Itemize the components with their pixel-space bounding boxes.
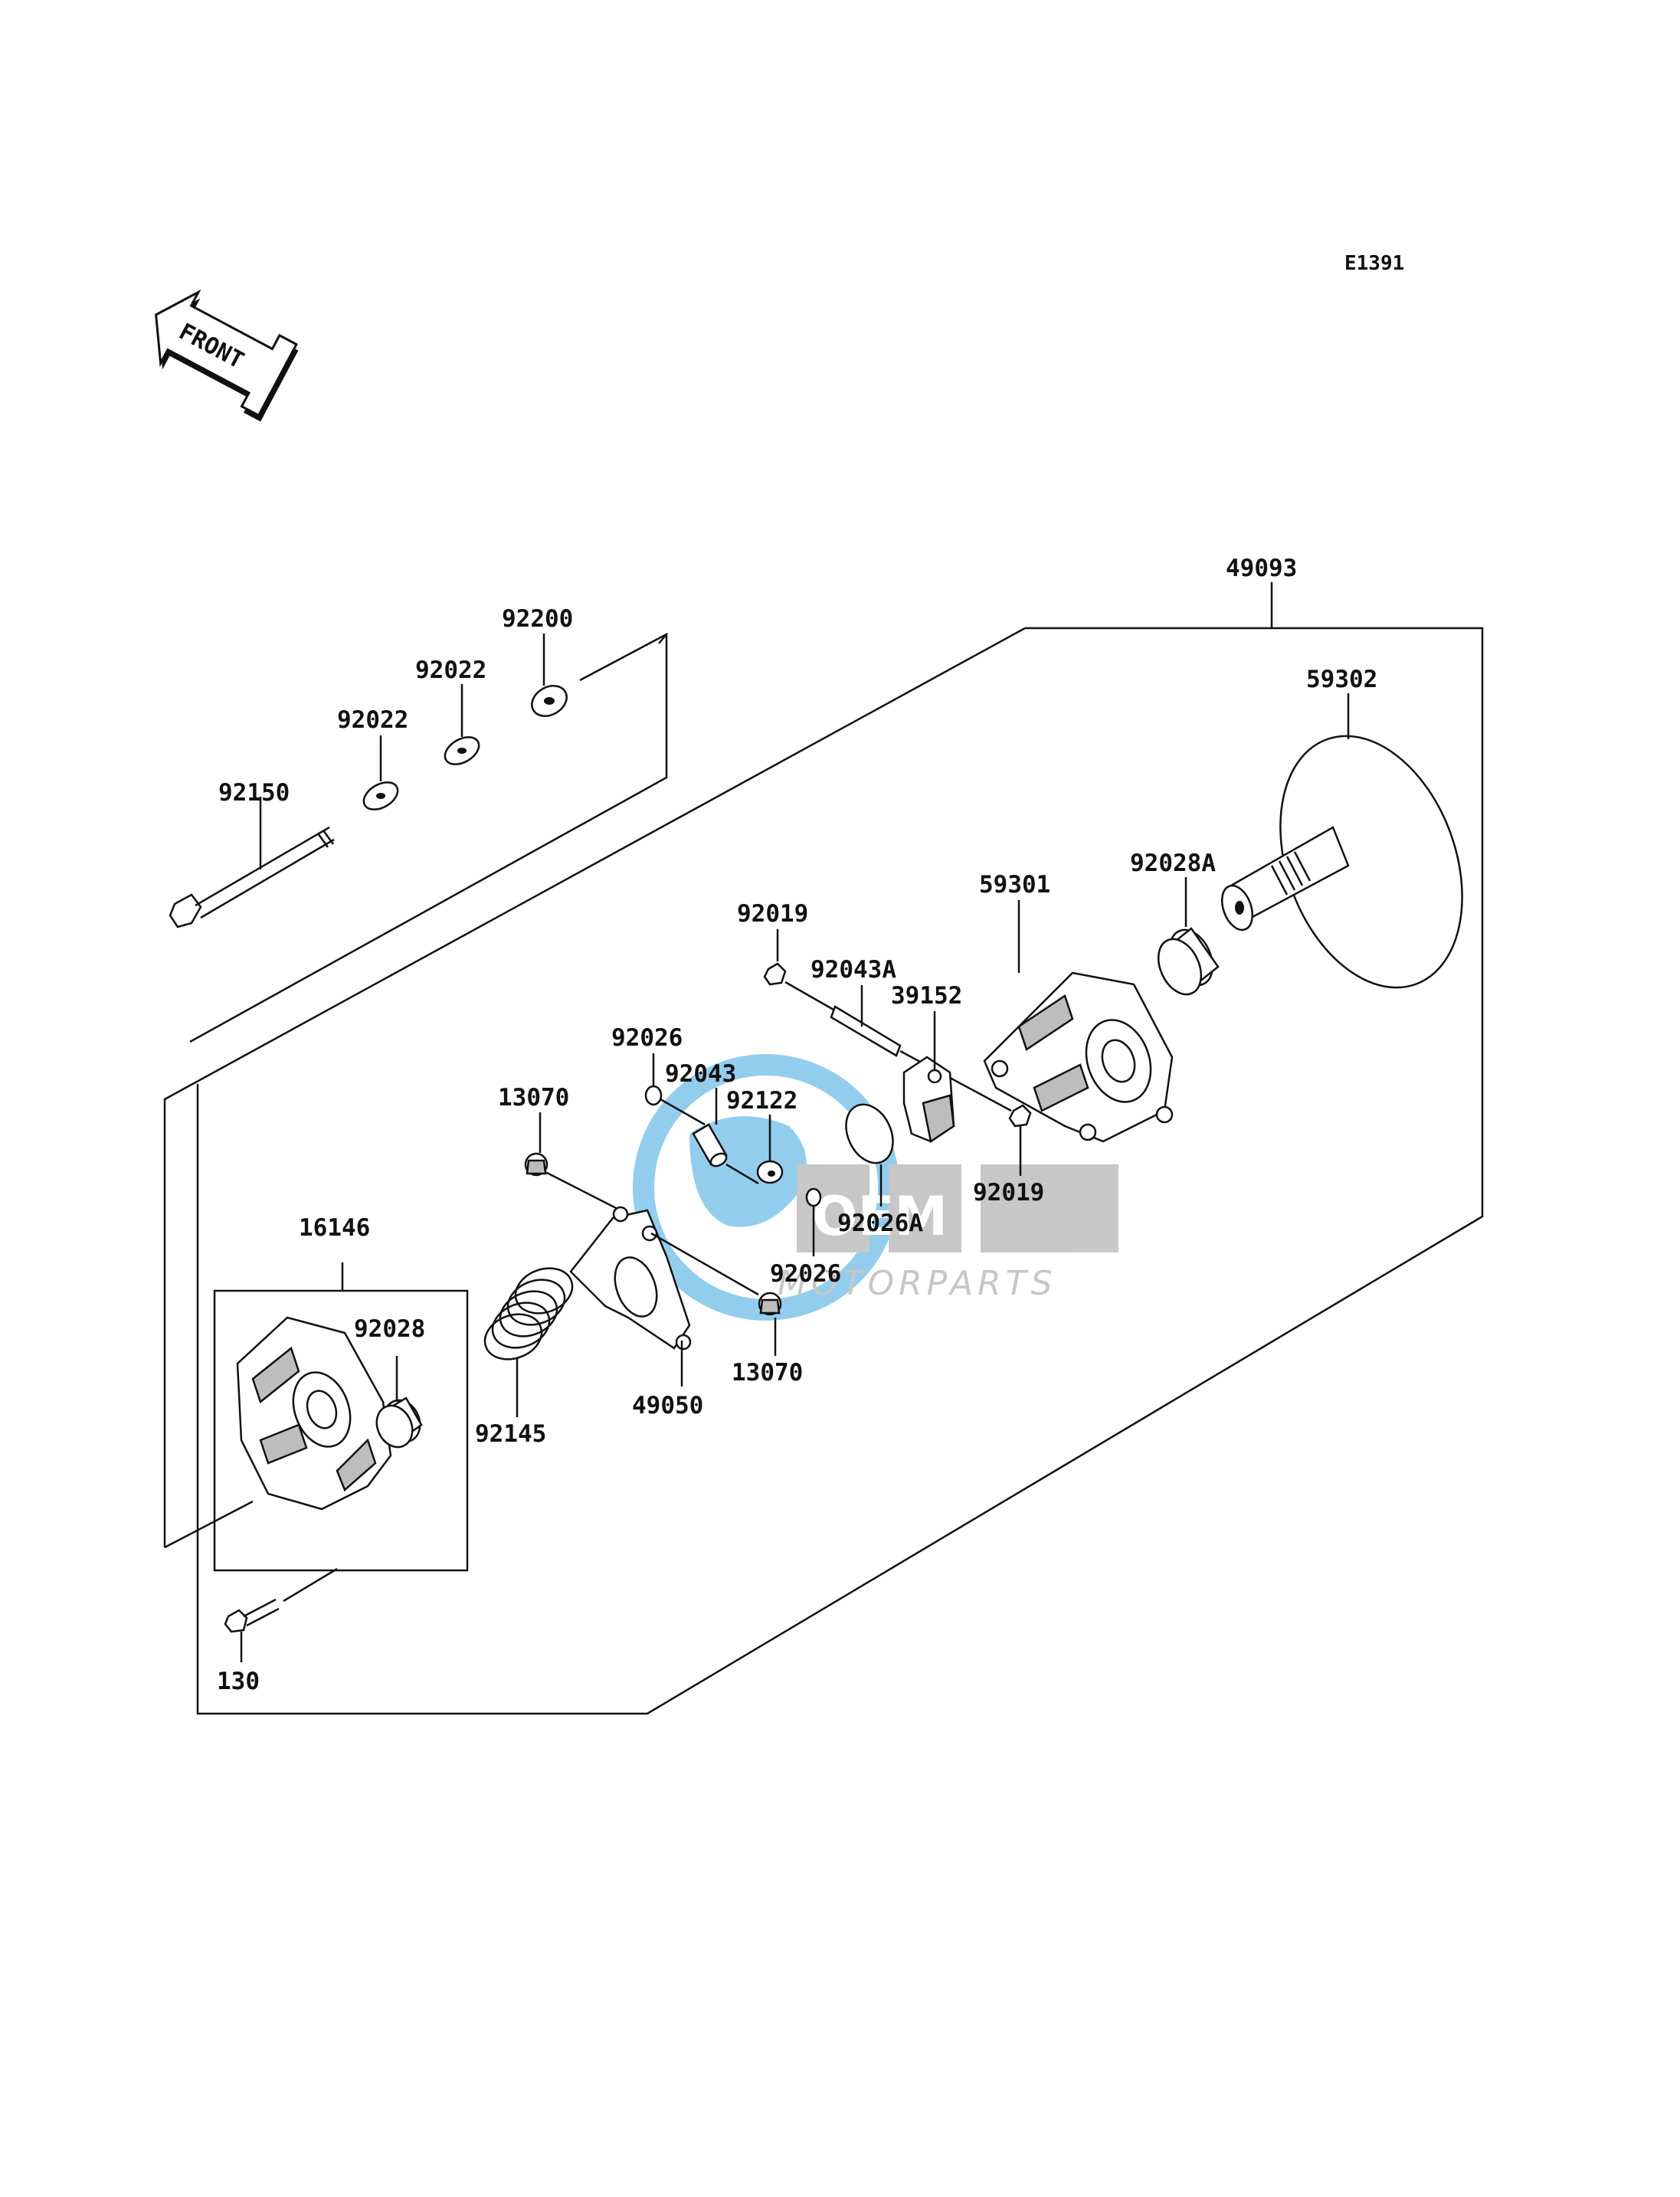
label-92019b[interactable]: 92019: [973, 1179, 1044, 1207]
front-arrow-icon: FRONT: [154, 289, 299, 422]
roller-13070a-icon: [524, 1112, 621, 1212]
washer-92022a-icon: [362, 735, 399, 810]
part-labels: 49093 59302 92200 92022 92022 92150 9202…: [217, 555, 1377, 1695]
spider-49050-icon: [569, 1206, 759, 1387]
assembly-16146-outline: [213, 1289, 469, 1572]
label-49093[interactable]: 49093: [1226, 555, 1297, 582]
watermark-logo: OEM MOTORPARTS: [633, 1054, 1118, 1321]
label-92026b[interactable]: 92026: [770, 1260, 841, 1288]
label-92043[interactable]: 92043: [665, 1060, 736, 1088]
washer-92026a-icon: [644, 1053, 706, 1126]
spring-92145-icon: [483, 1267, 574, 1417]
watermark-brand: OEM: [812, 1185, 948, 1248]
label-92043A[interactable]: 92043A: [811, 956, 896, 984]
bushing-92028-icon: [375, 1356, 423, 1449]
weight-39152-icon: [902, 1011, 955, 1144]
washer-92022b-icon: [444, 684, 480, 765]
bushing-92028A-icon: [1157, 877, 1220, 996]
label-59301[interactable]: 59301: [979, 871, 1050, 899]
collar-92122-icon: [756, 1115, 784, 1184]
label-92028A[interactable]: 92028A: [1130, 850, 1216, 877]
pin-92043-icon: [692, 1088, 759, 1185]
bolt-group-outline: [189, 632, 668, 1043]
label-92200[interactable]: 92200: [502, 605, 573, 633]
pin-92043A-icon: [784, 981, 1012, 1112]
label-92150[interactable]: 92150: [218, 779, 290, 807]
roller-13070b-icon: [758, 1292, 782, 1356]
nut-92019b-icon: [1008, 1104, 1032, 1176]
label-13070b[interactable]: 13070: [732, 1359, 803, 1387]
bolt-130-icon: [224, 1567, 338, 1662]
washer-92026b-icon: [805, 1187, 822, 1256]
label-130[interactable]: 130: [217, 1668, 260, 1695]
label-49050[interactable]: 49050: [632, 1392, 703, 1419]
label-92122[interactable]: 92122: [726, 1087, 797, 1115]
label-92026a[interactable]: 92026: [611, 1024, 683, 1052]
label-16146[interactable]: 16146: [299, 1214, 370, 1242]
bolt-92150-icon: [169, 797, 335, 928]
label-92028[interactable]: 92028: [354, 1315, 425, 1343]
diagram-code: E1391: [1344, 252, 1404, 275]
label-92022a[interactable]: 92022: [415, 656, 486, 684]
label-13070a[interactable]: 13070: [498, 1084, 569, 1112]
sheave-59302-icon: [1220, 693, 1463, 989]
label-39152[interactable]: 39152: [891, 982, 962, 1010]
label-92145[interactable]: 92145: [475, 1420, 546, 1448]
watermark-tagline: MOTORPARTS: [778, 1264, 1057, 1303]
assembly-49093-outline: [196, 627, 1484, 1715]
cover-59301-icon: [983, 900, 1174, 1143]
nut-92019a-icon: [763, 929, 787, 986]
ring-92026A-icon: [845, 1103, 894, 1207]
label-92026A[interactable]: 92026A: [837, 1210, 923, 1237]
label-59302[interactable]: 59302: [1306, 666, 1377, 693]
sheave-16146-icon: [236, 1316, 392, 1511]
label-92019a[interactable]: 92019: [737, 900, 808, 928]
washer-92200-icon: [531, 634, 568, 717]
label-92022b[interactable]: 92022: [337, 706, 408, 734]
